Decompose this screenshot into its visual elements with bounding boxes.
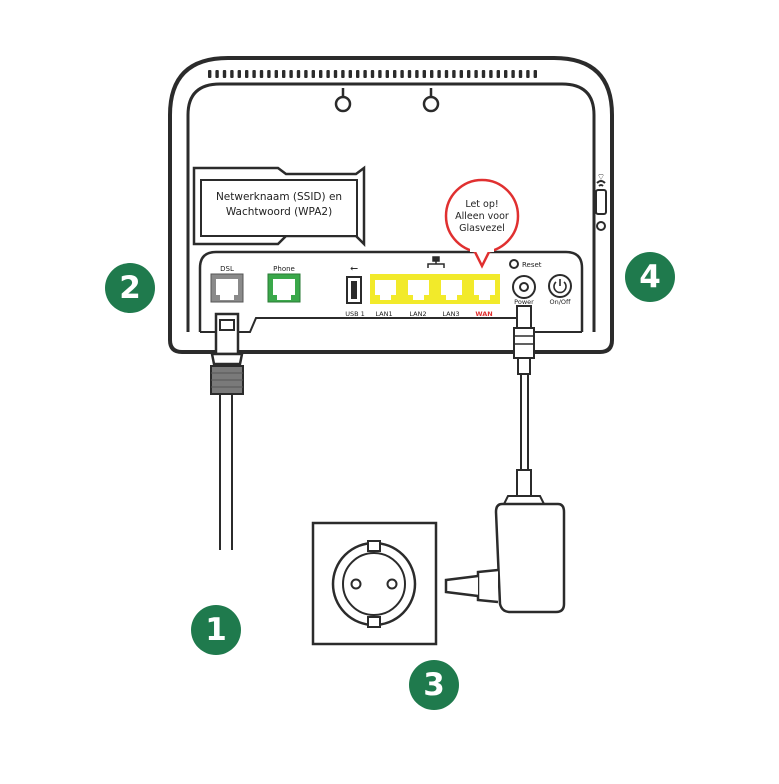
- lan2-port[interactable]: [408, 280, 429, 300]
- dsl-cable: [210, 312, 244, 550]
- usb-port[interactable]: [346, 276, 362, 304]
- vent-slot: [311, 70, 315, 78]
- vent-slot: [341, 70, 345, 78]
- phone-port[interactable]: [267, 273, 301, 303]
- vent-slot: [282, 70, 286, 78]
- callout-line1: Let op!: [465, 199, 498, 210]
- vent-slot: [304, 70, 308, 78]
- vent-slot: [489, 70, 493, 78]
- vent-slot: [533, 70, 537, 78]
- vent-slot: [526, 70, 530, 78]
- vent-slot: [452, 70, 456, 78]
- vent-slot: [415, 70, 419, 78]
- wifi-icon: ⌔: [597, 172, 605, 182]
- vent-slot: [474, 70, 478, 78]
- vent-slot: [363, 70, 367, 78]
- vent-slot: [511, 70, 515, 78]
- vent-slot: [481, 70, 486, 78]
- vent-slot: [437, 70, 441, 78]
- usb-label: USB 1: [345, 310, 365, 318]
- vent-slot: [430, 70, 434, 78]
- dsl-label: DSL: [220, 265, 234, 273]
- side-buttons: [595, 180, 607, 231]
- vent-slot: [422, 70, 426, 78]
- onoff-label: On/Off: [549, 298, 571, 306]
- reset-button[interactable]: [509, 259, 519, 269]
- callout-line2: Alleen voor: [455, 211, 509, 222]
- vent-slot: [267, 70, 271, 78]
- vent-slot: [208, 70, 212, 78]
- vent-slot: [319, 70, 323, 78]
- vent-slot: [385, 70, 389, 78]
- ventilation-slots: [208, 70, 537, 78]
- lan2-label: LAN2: [409, 310, 426, 318]
- power-cable: [502, 305, 546, 505]
- vent-slot: [259, 70, 264, 78]
- vent-slot: [348, 70, 352, 78]
- lan1-port[interactable]: [375, 280, 396, 300]
- wall-mount-holes: [334, 88, 440, 113]
- step-badge-1: 1: [191, 605, 241, 655]
- onoff-button[interactable]: [548, 274, 572, 298]
- lan1-label: LAN1: [375, 310, 392, 318]
- step-badge-4: 4: [625, 252, 675, 302]
- vent-slot: [370, 70, 375, 78]
- vent-slot: [222, 70, 227, 78]
- sticker-line1: Netwerknaam (SSID) en: [216, 191, 342, 203]
- vent-slot: [230, 70, 234, 78]
- dsl-port[interactable]: [210, 273, 244, 303]
- vent-slot: [504, 70, 508, 78]
- step-badge-3: 3: [409, 660, 459, 710]
- vent-slot: [356, 70, 360, 78]
- phone-label: Phone: [273, 265, 295, 273]
- glasvezel-callout: Let op! Alleen voor Glasvezel: [444, 178, 520, 269]
- vent-slot: [393, 70, 397, 78]
- callout-line3: Glasvezel: [459, 223, 505, 234]
- power-socket[interactable]: [512, 275, 536, 299]
- power-label: Power: [514, 298, 534, 306]
- vent-slot: [245, 70, 249, 78]
- power-adapter: [444, 502, 566, 614]
- vent-slot: [289, 70, 293, 78]
- vent-slot: [378, 70, 382, 78]
- usb-icon: ⭠: [350, 263, 358, 274]
- vent-slot: [333, 70, 338, 78]
- lan3-label: LAN3: [442, 310, 459, 318]
- vent-slot: [467, 70, 471, 78]
- ethernet-ports: [375, 280, 495, 300]
- vent-slot: [459, 70, 463, 78]
- wan-label: WAN: [475, 310, 492, 318]
- wan-port[interactable]: [474, 280, 495, 300]
- vent-slot: [296, 70, 301, 78]
- step-badge-2: 2: [105, 263, 155, 313]
- ssid-sticker: Netwerknaam (SSID) en Wachtwoord (WPA2): [192, 165, 366, 248]
- reset-label: Reset: [522, 261, 542, 269]
- vent-slot: [400, 70, 404, 78]
- network-icon: [427, 256, 445, 268]
- vent-slot: [237, 70, 241, 78]
- vent-slot: [252, 70, 256, 78]
- vent-slot: [444, 70, 449, 78]
- lan3-port[interactable]: [441, 280, 462, 300]
- vent-slot: [274, 70, 278, 78]
- vent-slot: [518, 70, 523, 78]
- wall-socket: [311, 521, 438, 646]
- vent-slot: [496, 70, 500, 78]
- vent-slot: [407, 70, 412, 78]
- vent-slot: [326, 70, 330, 78]
- vent-slot: [215, 70, 219, 78]
- sticker-line2: Wachtwoord (WPA2): [226, 206, 332, 218]
